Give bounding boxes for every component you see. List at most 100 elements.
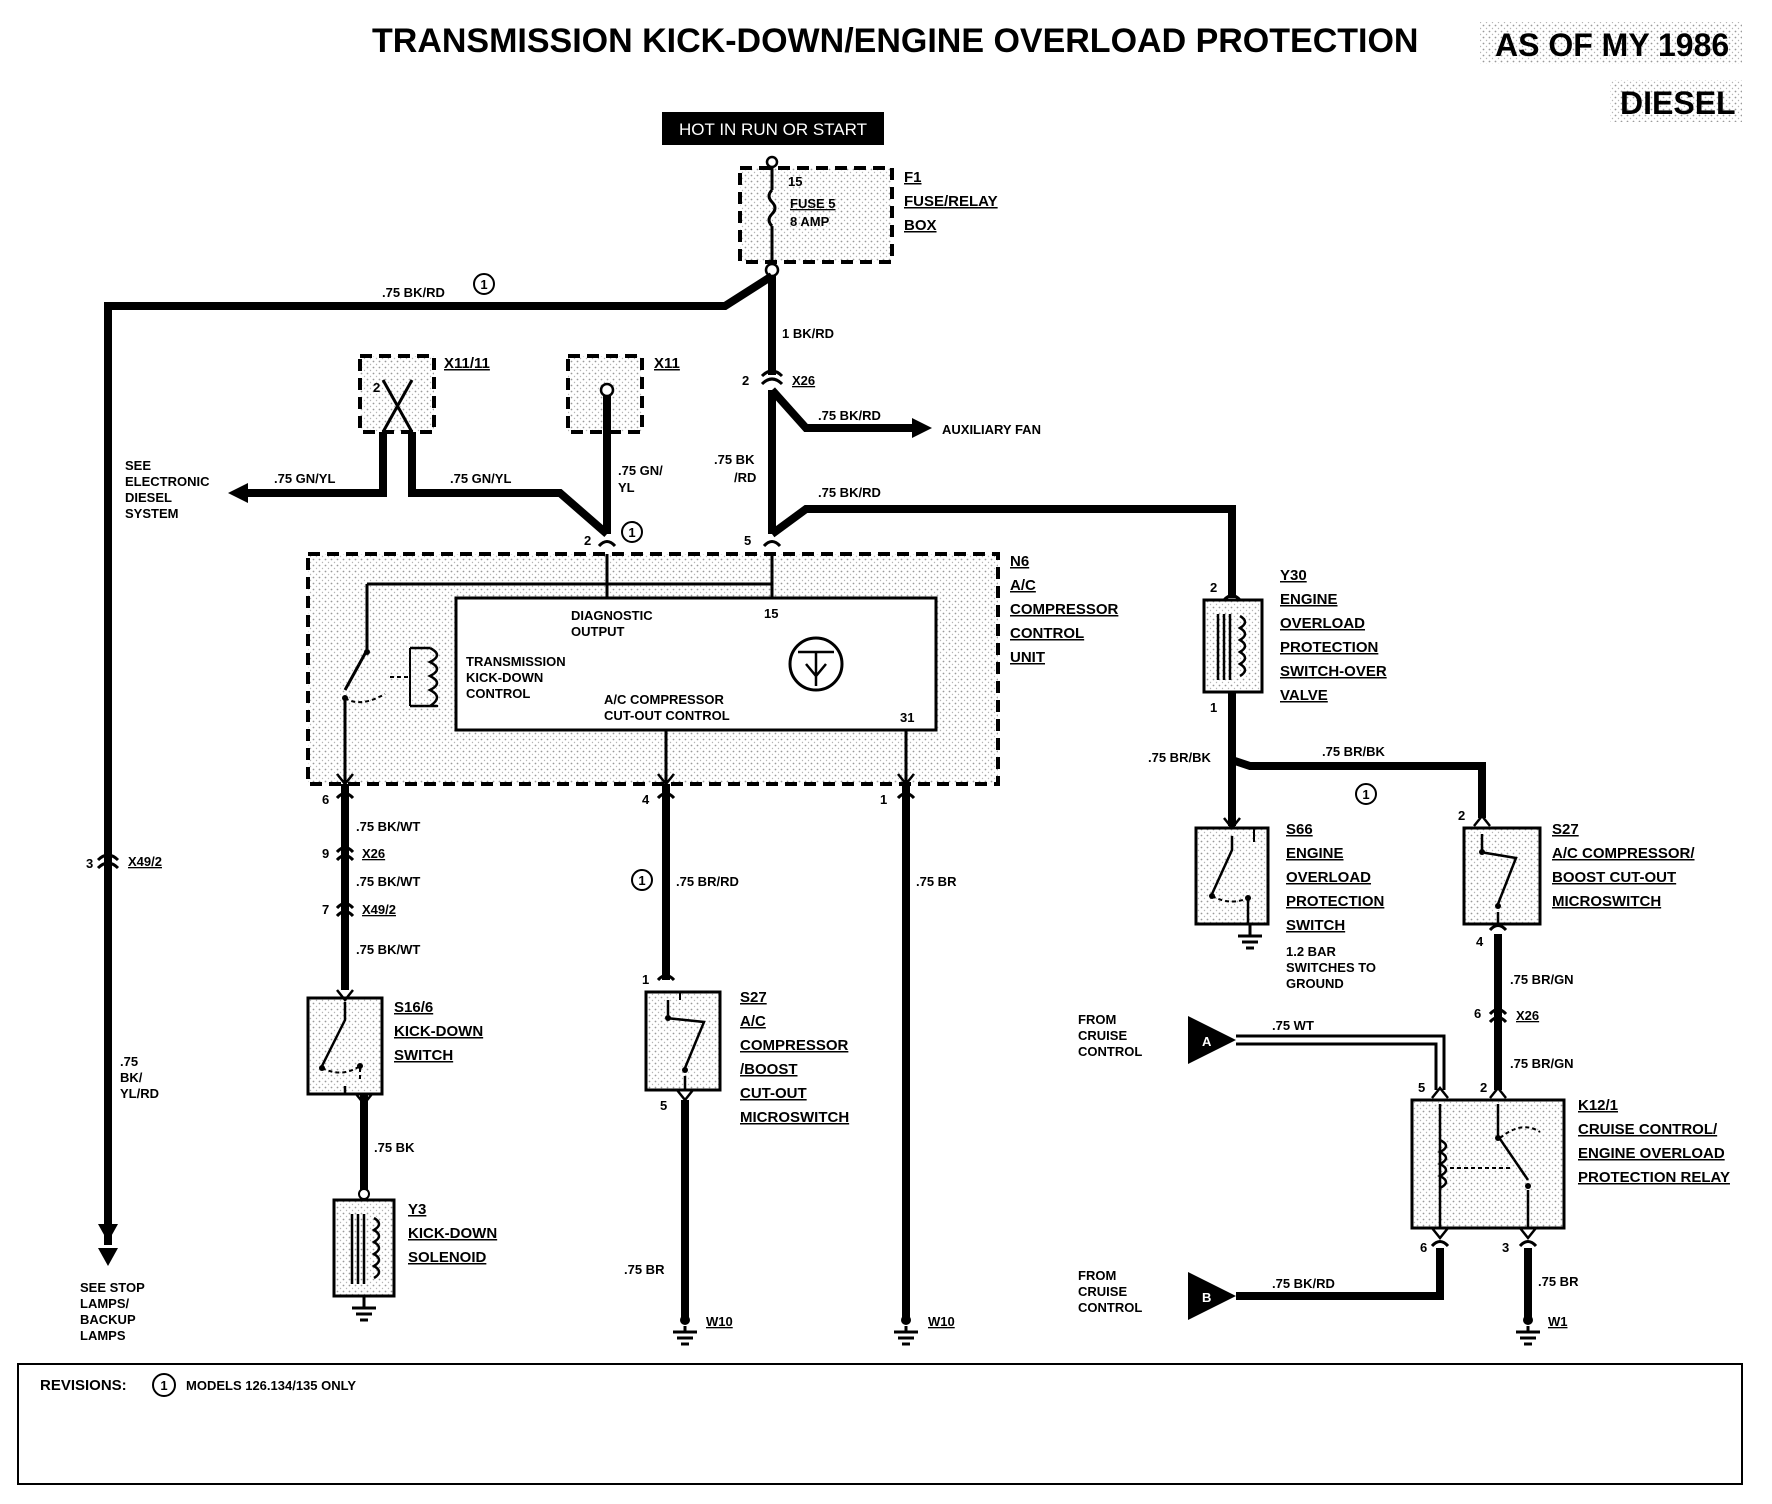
stop-dest-3: BACKUP	[80, 1312, 136, 1327]
engine-label: DIESEL	[1620, 85, 1736, 121]
s66-desc-3: PROTECTION	[1286, 893, 1384, 910]
s27-mid-ref: S27	[740, 989, 767, 1006]
revision-mark-top: 1	[480, 277, 487, 292]
revision-mark-brbk: 1	[1362, 787, 1369, 802]
n6-desc-2: COMPRESSOR	[1010, 601, 1119, 618]
n6-pin-1: 1	[880, 792, 887, 807]
stop-dest-4: LAMPS	[80, 1328, 126, 1343]
x26-right-connector-icon	[1488, 1008, 1508, 1024]
y3-coil-icon	[350, 1214, 381, 1284]
cruise-a-1: FROM	[1078, 1012, 1116, 1027]
revisions-box	[17, 1363, 1743, 1485]
s27-right-desc-1: A/C COMPRESSOR/	[1552, 845, 1695, 862]
wire-x26n6-label-2: /RD	[734, 470, 756, 485]
cruise-b-arrow	[1188, 1272, 1236, 1320]
eds-arrow	[228, 483, 248, 503]
wire-br-mid-label: .75 BR	[624, 1262, 665, 1277]
cruise-b-letter: B	[1202, 1290, 1211, 1305]
ground-w1-icon	[1516, 1326, 1540, 1346]
s27-mid-desc-2: COMPRESSOR	[740, 1037, 849, 1054]
y30-switchover-valve	[1202, 598, 1264, 694]
wire-brbk	[1228, 692, 1486, 818]
k12-1-desc-1: CRUISE CONTROL/	[1578, 1121, 1718, 1138]
model-year-label: AS OF MY 1986	[1495, 27, 1729, 63]
s66-desc-4: SWITCH	[1286, 917, 1345, 934]
s27r-pin-2: 2	[1458, 808, 1465, 823]
s27-right-desc-3: MICROSWITCH	[1552, 893, 1661, 910]
revisions-mark: 1	[160, 1378, 167, 1393]
n6-ref: N6	[1010, 553, 1029, 570]
revision-mark-icon	[473, 273, 495, 295]
n6-pin-6: 6	[322, 792, 329, 807]
y30-pin-2: 2	[1210, 580, 1217, 595]
y30-desc-3: PROTECTION	[1280, 639, 1378, 656]
aux-fan-arrow	[912, 418, 932, 438]
wire-left-long-label-3: YL/RD	[120, 1086, 159, 1101]
ground-w10-n6: W10	[928, 1314, 955, 1329]
revision-mark-n6: 1	[628, 525, 635, 540]
wire-br-n6-label: .75 BR	[916, 874, 957, 889]
y30-desc-1: ENGINE	[1280, 591, 1338, 608]
x26-left-ref: X26	[362, 846, 385, 861]
k12-1-coil-icon	[1437, 1104, 1448, 1228]
k12-pin-6: 6	[1420, 1240, 1427, 1255]
x26-right-pin: 6	[1474, 1006, 1481, 1021]
wire-bkrd-left-bus	[104, 272, 775, 1245]
y3-desc-2: SOLENOID	[408, 1249, 487, 1266]
s66-ref: S66	[1286, 821, 1313, 838]
f1-desc-1: FUSE/RELAY	[904, 193, 998, 210]
n6-cut-1: A/C COMPRESSOR	[604, 692, 725, 707]
s27-right-ref: S27	[1552, 821, 1579, 838]
wire-bkrd-cruise	[1236, 1248, 1444, 1300]
cruise-b-2: CRUISE	[1078, 1284, 1127, 1299]
wire-bkrd-y30	[769, 505, 1236, 598]
wire-fuse-down-label: 1 BK/RD	[782, 326, 834, 341]
y30-ref: Y30	[1280, 567, 1307, 584]
eds-dest-4: SYSTEM	[125, 506, 178, 521]
wire-top-left-label: .75 BK/RD	[382, 285, 445, 300]
n6-diag-1: DIAGNOSTIC	[571, 608, 653, 623]
cruise-a-3: CONTROL	[1078, 1044, 1142, 1059]
cruise-b-3: CONTROL	[1078, 1300, 1142, 1315]
wire-wt-inner	[1236, 1042, 1438, 1090]
s66-desc-1: ENGINE	[1286, 845, 1344, 862]
revision-circle-icon	[152, 1373, 176, 1397]
stop-lamps-arrowhead	[98, 1248, 118, 1266]
wire-brbk-top-label: .75 BR/BK	[1322, 744, 1385, 759]
s66-note-3: GROUND	[1286, 976, 1344, 991]
fuse-icon	[767, 188, 777, 228]
n6-kd-3: CONTROL	[466, 686, 530, 701]
ground-w10-mid-icon	[673, 1326, 697, 1346]
stop-dest-1: SEE STOP	[80, 1280, 145, 1295]
wire-bkwt3-label: .75 BK/WT	[356, 942, 420, 957]
wire-bkrd-cruise-label: .75 BK/RD	[1272, 1276, 1335, 1291]
wire-wt-outer	[1236, 1034, 1446, 1090]
ground-w10-n6-icon	[894, 1326, 918, 1346]
f1-desc-2: BOX	[904, 217, 937, 234]
k12-pin-3: 3	[1502, 1240, 1509, 1255]
x26-top-ref: X26	[792, 373, 815, 388]
s66-contact-icon	[1210, 836, 1250, 924]
revision-mark-brrd: 1	[638, 873, 645, 888]
x49-2-left-connector-icon	[96, 853, 120, 870]
wire-bkwt2-label: .75 BK/WT	[356, 874, 420, 889]
cruise-a-2: CRUISE	[1078, 1028, 1127, 1043]
n6-pin-2: 2	[584, 533, 591, 548]
n6-kd-1: TRANSMISSION	[466, 654, 566, 669]
y3-ground-icon	[352, 1296, 376, 1322]
cruise-b-1: FROM	[1078, 1268, 1116, 1283]
wire-brgn2-label: .75 BR/GN	[1510, 1056, 1574, 1071]
cruise-a-arrow	[1188, 1016, 1236, 1064]
x26-right-ref: X26	[1516, 1008, 1539, 1023]
wire-gnyl-mid-label: .75 GN/YL	[450, 471, 511, 486]
eds-dest-1: SEE	[125, 458, 151, 473]
n6-diag-2: OUTPUT	[571, 624, 625, 639]
f1-fuse-box	[738, 166, 894, 264]
stop-lamps-arrow	[98, 1224, 118, 1242]
ground-w10-mid: W10	[706, 1314, 733, 1329]
x11-11-pin: 2	[373, 380, 380, 395]
wire-x26n6-label-1: .75 BK	[714, 452, 755, 467]
power-source-banner	[662, 112, 884, 145]
n6-pin-4: 4	[642, 792, 650, 807]
wire-br-k12-label: .75 BR	[1538, 1274, 1579, 1289]
